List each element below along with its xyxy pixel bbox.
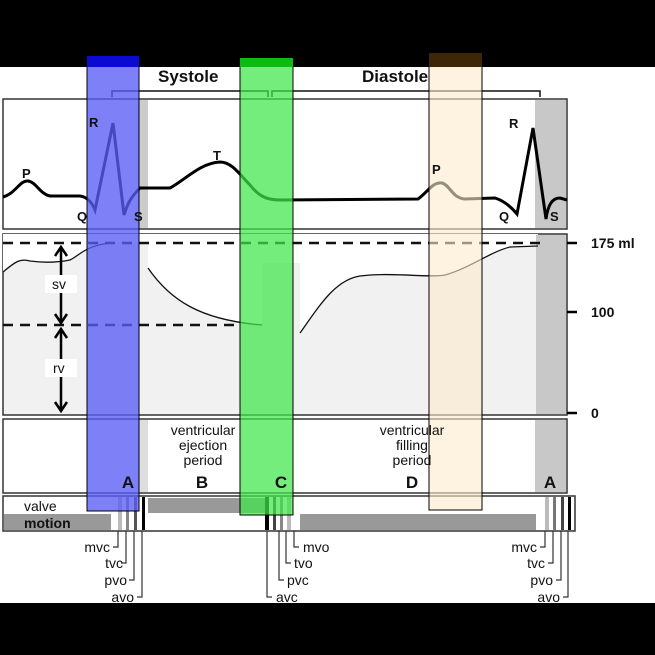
bottom-band <box>0 603 655 655</box>
leader-lines-right <box>540 531 569 598</box>
filling-label-line3: period <box>393 452 432 468</box>
diastole-label: Diastole <box>362 67 428 86</box>
ejection-label-line1: ventricular <box>171 422 236 438</box>
ecg-s-label: S <box>134 209 143 224</box>
event-pvo-left: pvo <box>104 572 127 588</box>
ecg-p-wave-label: P <box>22 166 31 181</box>
valve-label: valve <box>24 498 57 514</box>
phase-c-label: C <box>275 473 287 492</box>
phase-a-label: A <box>122 473 134 492</box>
axis-tick-175: 175 ml <box>591 235 635 251</box>
leader-lines-mid <box>266 531 299 598</box>
event-mvc-right: mvc <box>511 539 537 555</box>
axis-tick-0: 0 <box>591 405 599 421</box>
filling-label-line2: filling <box>396 437 428 453</box>
ecg-r-label: R <box>89 115 99 130</box>
systole-label: Systole <box>158 67 218 86</box>
green-highlight-overlay <box>239 57 294 516</box>
phase-b-label: B <box>196 473 208 492</box>
ecg-r-label-2: R <box>509 116 519 131</box>
event-pvc: pvc <box>287 572 309 588</box>
ecg-t-wave-label: T <box>213 148 221 163</box>
event-pvo-right: pvo <box>530 572 553 588</box>
phase-a-label-2: A <box>544 473 556 492</box>
ecg-q-label-2: Q <box>499 209 509 224</box>
blue-highlight-overlay <box>86 55 140 512</box>
event-avo-left: avo <box>111 589 134 605</box>
event-avo-right: avo <box>537 589 560 605</box>
ejection-label-line2: ejection <box>179 437 227 453</box>
ecg-s-label-2: S <box>550 209 559 224</box>
phase-d-label: D <box>406 473 418 492</box>
ecg-p-wave-label-2: P <box>432 162 441 177</box>
filling-label-line1: ventricular <box>380 422 445 438</box>
axis-tick-100: 100 <box>591 304 615 320</box>
event-mvc-left: mvc <box>84 539 110 555</box>
orange-highlight-overlay <box>428 52 483 511</box>
event-mvo: mvo <box>303 539 330 555</box>
ejection-label-line3: period <box>184 452 223 468</box>
stroke-volume-label: sv <box>52 276 66 292</box>
event-avc: avc <box>276 589 298 605</box>
event-tvo: tvo <box>294 555 313 571</box>
leader-lines-left <box>113 531 143 598</box>
residual-volume-label: rv <box>53 360 65 376</box>
motion-label: motion <box>24 515 71 531</box>
event-tvc-left: tvc <box>105 555 123 571</box>
ecg-q-label: Q <box>77 209 87 224</box>
event-tvc-right: tvc <box>527 555 545 571</box>
text-labels: Systole Diastole P Q R S T P Q R S sv rv… <box>22 67 635 605</box>
ecg-trace <box>2 122 568 220</box>
